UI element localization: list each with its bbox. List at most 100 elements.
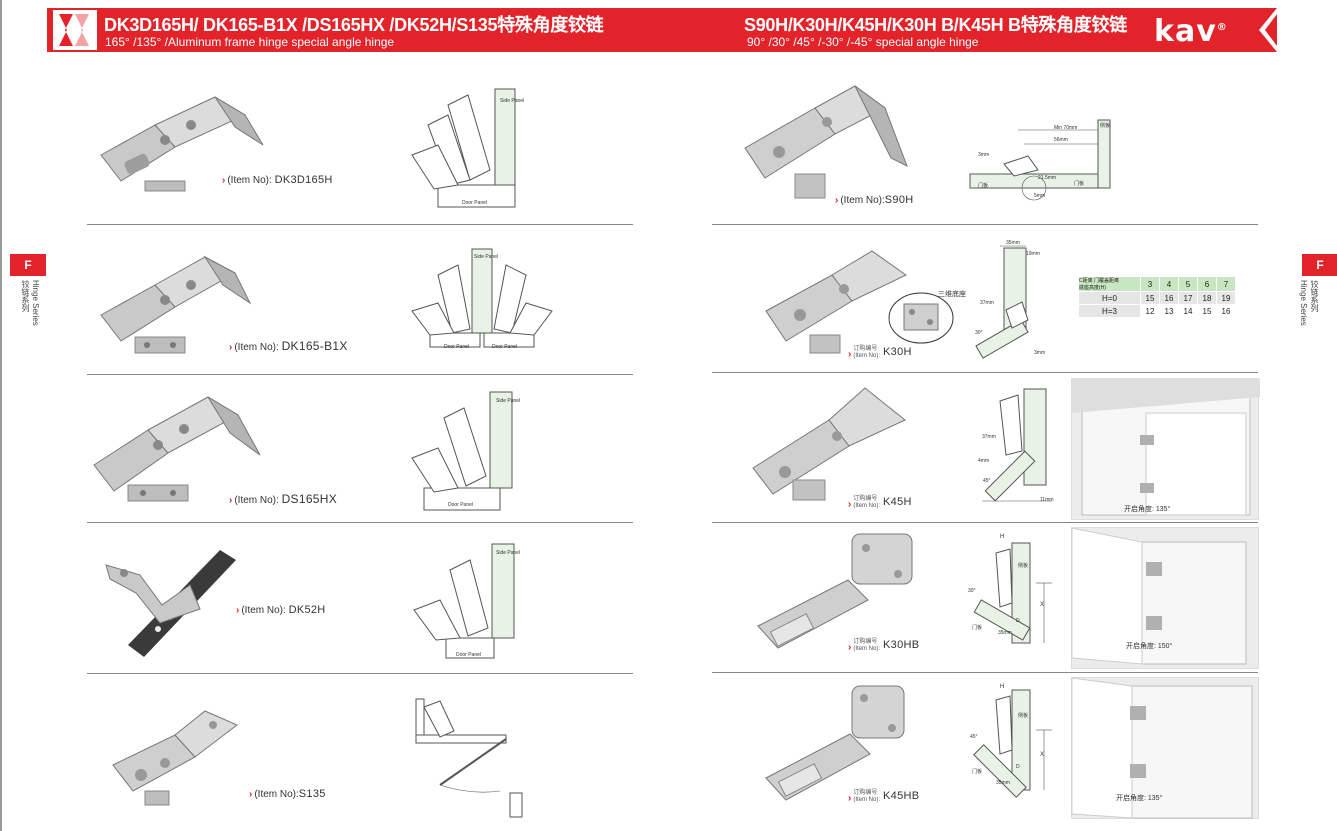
item-label-s90h: ›(Item No):S90H	[835, 194, 914, 206]
s90h-dim1-label: 56mm	[1054, 137, 1068, 143]
red-arrow-icon: ›	[848, 349, 852, 360]
page-edge	[0, 0, 2, 831]
s90h-dim3-label: 5mm	[1034, 193, 1046, 199]
left-section-en: Hinge Series	[31, 280, 40, 326]
k45hb-x: X	[1040, 752, 1045, 758]
left-page-title: DK3D165H/ DK165-B1X /DS165HX /DK52H/S135…	[104, 15, 604, 35]
right-divider	[712, 224, 1258, 225]
left-divider	[87, 522, 633, 523]
diagram-side-panel-label: Side Panel	[496, 398, 521, 404]
right-divider	[712, 372, 1258, 373]
s90h-door-cn: 门板	[978, 183, 989, 189]
k30hb-angle: 30°	[968, 588, 976, 594]
red-arrow-icon: ›	[835, 195, 839, 206]
left-divider	[87, 673, 633, 674]
diagram-side-panel-label: Side Panel	[496, 550, 521, 556]
k45hb-door-cn: 门板	[972, 769, 983, 775]
diagram-door-panel-label: Door Panel	[462, 200, 488, 206]
spec-table-row: H=3 12 13 14 15 16	[1078, 304, 1236, 318]
k45hb-h: H	[1000, 684, 1005, 690]
spec-table-diag: C距离 门覆盖距离底座高度(H)	[1078, 276, 1141, 292]
item-label-ds165hx: ›(Item No): DS165HX	[229, 492, 338, 506]
item-label-k45h: ›订购编号(Item No):K45H	[848, 496, 912, 510]
spec-col: 7	[1216, 276, 1236, 292]
spec-cell: 12	[1140, 304, 1160, 318]
k45h-dim-lower: 4mm	[978, 458, 990, 464]
cabinet-photo-k45hb	[1071, 677, 1259, 819]
s90h-side-cn: 侧板	[1100, 123, 1111, 129]
diagram-door-panel-label: Door Panel	[448, 502, 474, 508]
spec-cell: 15	[1197, 304, 1217, 318]
header-banner: DK3D165H/ DK165-B1X /DS165HX /DK52H/S135…	[47, 8, 1277, 52]
spec-cell: 16	[1216, 304, 1236, 318]
drawing-k45h	[982, 388, 1052, 502]
k30h-dim-top: 35mm	[1006, 240, 1020, 246]
hinge-k30hb-image	[757, 533, 913, 649]
diagram-door-panel-label: Door Panel	[492, 344, 518, 350]
red-arrow-icon: ›	[848, 499, 852, 510]
right-section-cn: 铰链系列	[1310, 280, 1319, 312]
red-arrow-icon: ›	[229, 495, 233, 506]
diagram-door-panel-label: Door Panel	[444, 344, 470, 350]
right-section-en: Hinge Series	[1299, 280, 1308, 326]
k45hb-angle: 45°	[970, 734, 978, 740]
k30hb-x: X	[1040, 602, 1045, 608]
item-label-dk52h: ›(Item No): DK52H	[236, 604, 326, 616]
hinge-s90h-image	[744, 85, 908, 199]
red-arrow-icon: ›	[249, 789, 253, 800]
s90h-min-label: Min 70mm	[1054, 125, 1078, 131]
diagram-door-panel-label: Door Panel	[456, 652, 482, 658]
hinge-k45hb-image	[765, 685, 905, 801]
diagram-dk165-b1x	[411, 248, 553, 348]
spec-cell: 16	[1159, 291, 1179, 305]
opening-angle-caption: 开启角度: 150°	[1126, 643, 1173, 650]
spec-table-row: H=0 15 16 17 18 19	[1078, 291, 1236, 305]
red-arrow-icon: ›	[222, 175, 226, 186]
cabinet-illustration	[1071, 527, 1247, 665]
hinge-dk165-b1x-image	[100, 255, 252, 354]
k30h-dim-left: 37mm	[980, 300, 994, 306]
k45hb-dim: 35mm	[996, 780, 1010, 786]
header-arrow-icon	[1259, 8, 1277, 52]
spec-col: 4	[1159, 276, 1179, 292]
spec-col: 6	[1197, 276, 1217, 292]
item-label-k30hb: ›订购编号(Item No):K30HB	[848, 639, 920, 653]
item-label-k30h: ›订购编号(Item No):K30H	[848, 346, 912, 360]
s90h-door2-cn: 门板	[1074, 181, 1085, 187]
s90h-dim4-label: 3mm	[978, 152, 990, 158]
right-divider	[712, 522, 1258, 523]
right-divider	[712, 672, 1258, 673]
diagram-dk3d165h	[411, 88, 516, 208]
spec-row-label: H=0	[1078, 291, 1141, 305]
right-page-subtitle: 90° /30° /45° /-30° /-45° special angle …	[747, 35, 979, 49]
k30hb-d: D	[1016, 618, 1020, 624]
cabinet-illustration	[1071, 677, 1253, 819]
3d-base-image	[888, 292, 954, 344]
left-section-tab: F	[10, 254, 46, 276]
item-label-s135: ›(Item No):S135	[249, 788, 326, 800]
3d-base-label: 三维底座	[938, 291, 966, 298]
s90h-dim2-label: 21.5mm	[1038, 175, 1057, 181]
k30h-spec-table: C距离 门覆盖距离底座高度(H) 3 4 5 6 7 H=0 15 16 17 …	[1078, 276, 1236, 318]
red-arrow-icon: ›	[229, 342, 233, 353]
spec-row-label: H=3	[1078, 304, 1141, 318]
hinge-dk52h-image	[105, 550, 236, 657]
k45hb-d: D	[1016, 764, 1020, 770]
spec-cell: 17	[1178, 291, 1198, 305]
item-label-dk3d165h: ›(Item No): DK3D165H	[222, 174, 333, 186]
spec-col: 5	[1178, 276, 1198, 292]
red-arrow-icon: ›	[848, 642, 852, 653]
diagram-s135	[415, 698, 523, 818]
k30h-dim-right: 19mm	[1026, 251, 1040, 257]
k30h-angle: 30°	[975, 330, 983, 336]
brand-logo: kav®	[1154, 14, 1228, 49]
spec-table-header: C距离 门覆盖距离底座高度(H) 3 4 5 6 7	[1078, 276, 1236, 292]
k30hb-dim: 35mm	[998, 630, 1012, 636]
cabinet-illustration	[1072, 379, 1260, 516]
left-divider	[87, 374, 633, 375]
opening-angle-caption: 开启角度: 135°	[1116, 795, 1163, 802]
hinge-dk3d165h-image	[100, 96, 264, 192]
kav-chevron-logo-icon	[53, 10, 97, 50]
k30hb-door-cn: 门板	[972, 625, 983, 631]
opening-angle-caption: 开启角度: 135°	[1124, 506, 1171, 513]
